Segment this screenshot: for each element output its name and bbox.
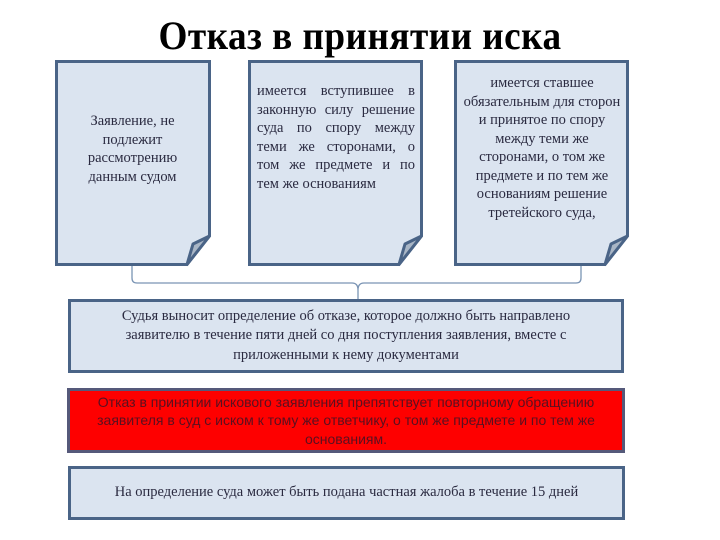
appeal-note-box: На определение суда может быть подана ча… <box>68 466 625 520</box>
judge-decision-text: Судья выносит определение об отказе, кот… <box>121 307 571 363</box>
warning-box: Отказ в принятии искового заявления преп… <box>67 388 625 453</box>
ground-card-existing-court-decision: имеется вступившее в законную силу решен… <box>248 60 424 267</box>
document-shape-icon <box>454 60 629 266</box>
ground-text: Заявление, не подлежит рассмотрению данн… <box>87 113 178 185</box>
document-shape-icon <box>55 60 211 266</box>
judge-decision-box: Судья выносит определение об отказе, кот… <box>68 299 624 373</box>
document-shape-icon <box>248 60 423 266</box>
ground-text: имеется вступившее в законную силу решен… <box>257 83 415 192</box>
ground-card-arbitration-decision: имеется ставшее обязательным для сторон … <box>454 60 630 267</box>
page-title: Отказ в принятии иска <box>158 13 562 58</box>
ground-text: имеется ставшее обязательным для сторон … <box>463 75 621 221</box>
appeal-note-text: На определение суда может быть подана ча… <box>114 484 579 501</box>
warning-text: Отказ в принятии искового заявления преп… <box>97 393 595 447</box>
ground-card-not-jurisdiction: Заявление, не подлежит рассмотрению данн… <box>55 60 212 267</box>
